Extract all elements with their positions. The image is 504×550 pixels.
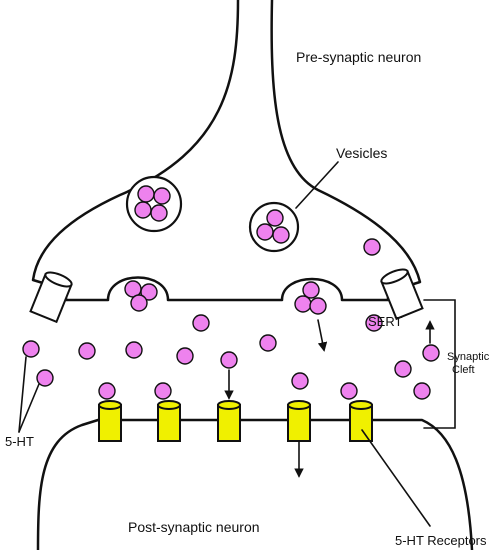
receptor-3 — [217, 400, 241, 442]
sert-transporter — [380, 268, 424, 321]
vesicles-pointer — [295, 161, 339, 209]
vesicle-1 — [125, 175, 183, 233]
five-ht-pointer-b — [18, 383, 40, 433]
synaptic-cleft-label-2: Cleft — [452, 364, 475, 376]
serotonin-molecule — [134, 201, 152, 219]
receptor-4 — [287, 400, 311, 442]
sert-label: SERT — [368, 314, 402, 329]
serotonin-molecule — [272, 226, 290, 244]
serotonin-molecule — [140, 283, 158, 301]
serotonin-molecule — [363, 238, 381, 256]
serotonin-molecule — [294, 295, 312, 313]
serotonin-molecule — [302, 281, 320, 299]
receptor-5 — [349, 400, 373, 442]
serotonin-molecule — [130, 294, 148, 312]
receptors-pointer — [361, 429, 431, 527]
receptor-2 — [157, 400, 181, 442]
receptor-1 — [98, 400, 122, 442]
post-synaptic-label: Post-synaptic neuron — [128, 519, 260, 535]
pre-synaptic-label: Pre-synaptic neuron — [296, 49, 421, 65]
vesicles-label: Vesicles — [336, 145, 387, 161]
serotonin-molecule — [256, 223, 274, 241]
five-ht-label: 5-HT — [5, 434, 34, 449]
release-arrow — [317, 319, 328, 352]
serotonin-molecule — [309, 297, 327, 315]
receptors-label: 5-HT Receptors — [395, 533, 487, 548]
serotonin-molecule — [150, 204, 168, 222]
cleft-serotonin — [22, 314, 440, 400]
synaptic-cleft-label-1: Synaptic — [447, 351, 490, 363]
vesicle-2 — [248, 201, 300, 253]
serotonin-molecule — [137, 185, 155, 203]
serotonin-molecule — [266, 209, 284, 227]
receptors — [98, 400, 373, 442]
five-ht-pointer-a — [18, 356, 27, 433]
cleft-bracket — [423, 299, 456, 429]
transporter-left — [29, 271, 73, 324]
serotonin-molecule — [153, 187, 171, 205]
